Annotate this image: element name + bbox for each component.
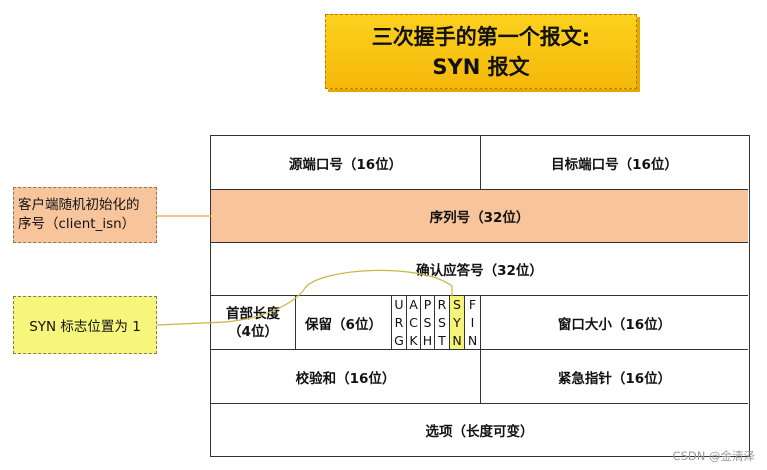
source-port-field: 源端口号（16位） — [211, 136, 481, 190]
syn-flag-note: SYN 标志位置为 1 — [13, 296, 157, 354]
watermark: CSDN @金清泽 — [672, 449, 755, 463]
sequence-number-field: 序列号（32位） — [211, 190, 748, 243]
sequence-note-line-2: 序号（client_isn） — [18, 216, 136, 232]
sequence-note: 客户端随机初始化的 序号（client_isn） — [13, 187, 157, 243]
syn-note-connector — [156, 269, 453, 326]
window-size-field: 窗口大小（16位） — [481, 296, 748, 350]
options-field: 选项（长度可变） — [425, 423, 534, 440]
header-length-bits: （4位） — [228, 323, 278, 340]
urgent-pointer-field: 紧急指针（16位） — [481, 350, 748, 404]
diagram-title: 三次握手的第一个报文: SYN 报文 — [325, 14, 637, 89]
header-length-label: 首部长度 — [226, 305, 280, 322]
title-line-2: SYN 报文 — [432, 54, 530, 79]
title-line-1: 三次握手的第一个报文: — [371, 24, 591, 49]
sequence-note-line-1: 客户端随机初始化的 — [18, 197, 140, 213]
checksum-field: 校验和（16位） — [211, 350, 481, 404]
tcp-header-table: 源端口号（16位） 目标端口号（16位） 序列号（32位） 确认应答号（32位）… — [210, 135, 750, 457]
ack-number-field: 确认应答号（32位） — [211, 243, 748, 296]
reserved-field: 保留（6位） — [296, 296, 392, 350]
destination-port-field: 目标端口号（16位） — [481, 136, 748, 190]
header-length-field: 首部长度 （4位） — [211, 296, 296, 350]
